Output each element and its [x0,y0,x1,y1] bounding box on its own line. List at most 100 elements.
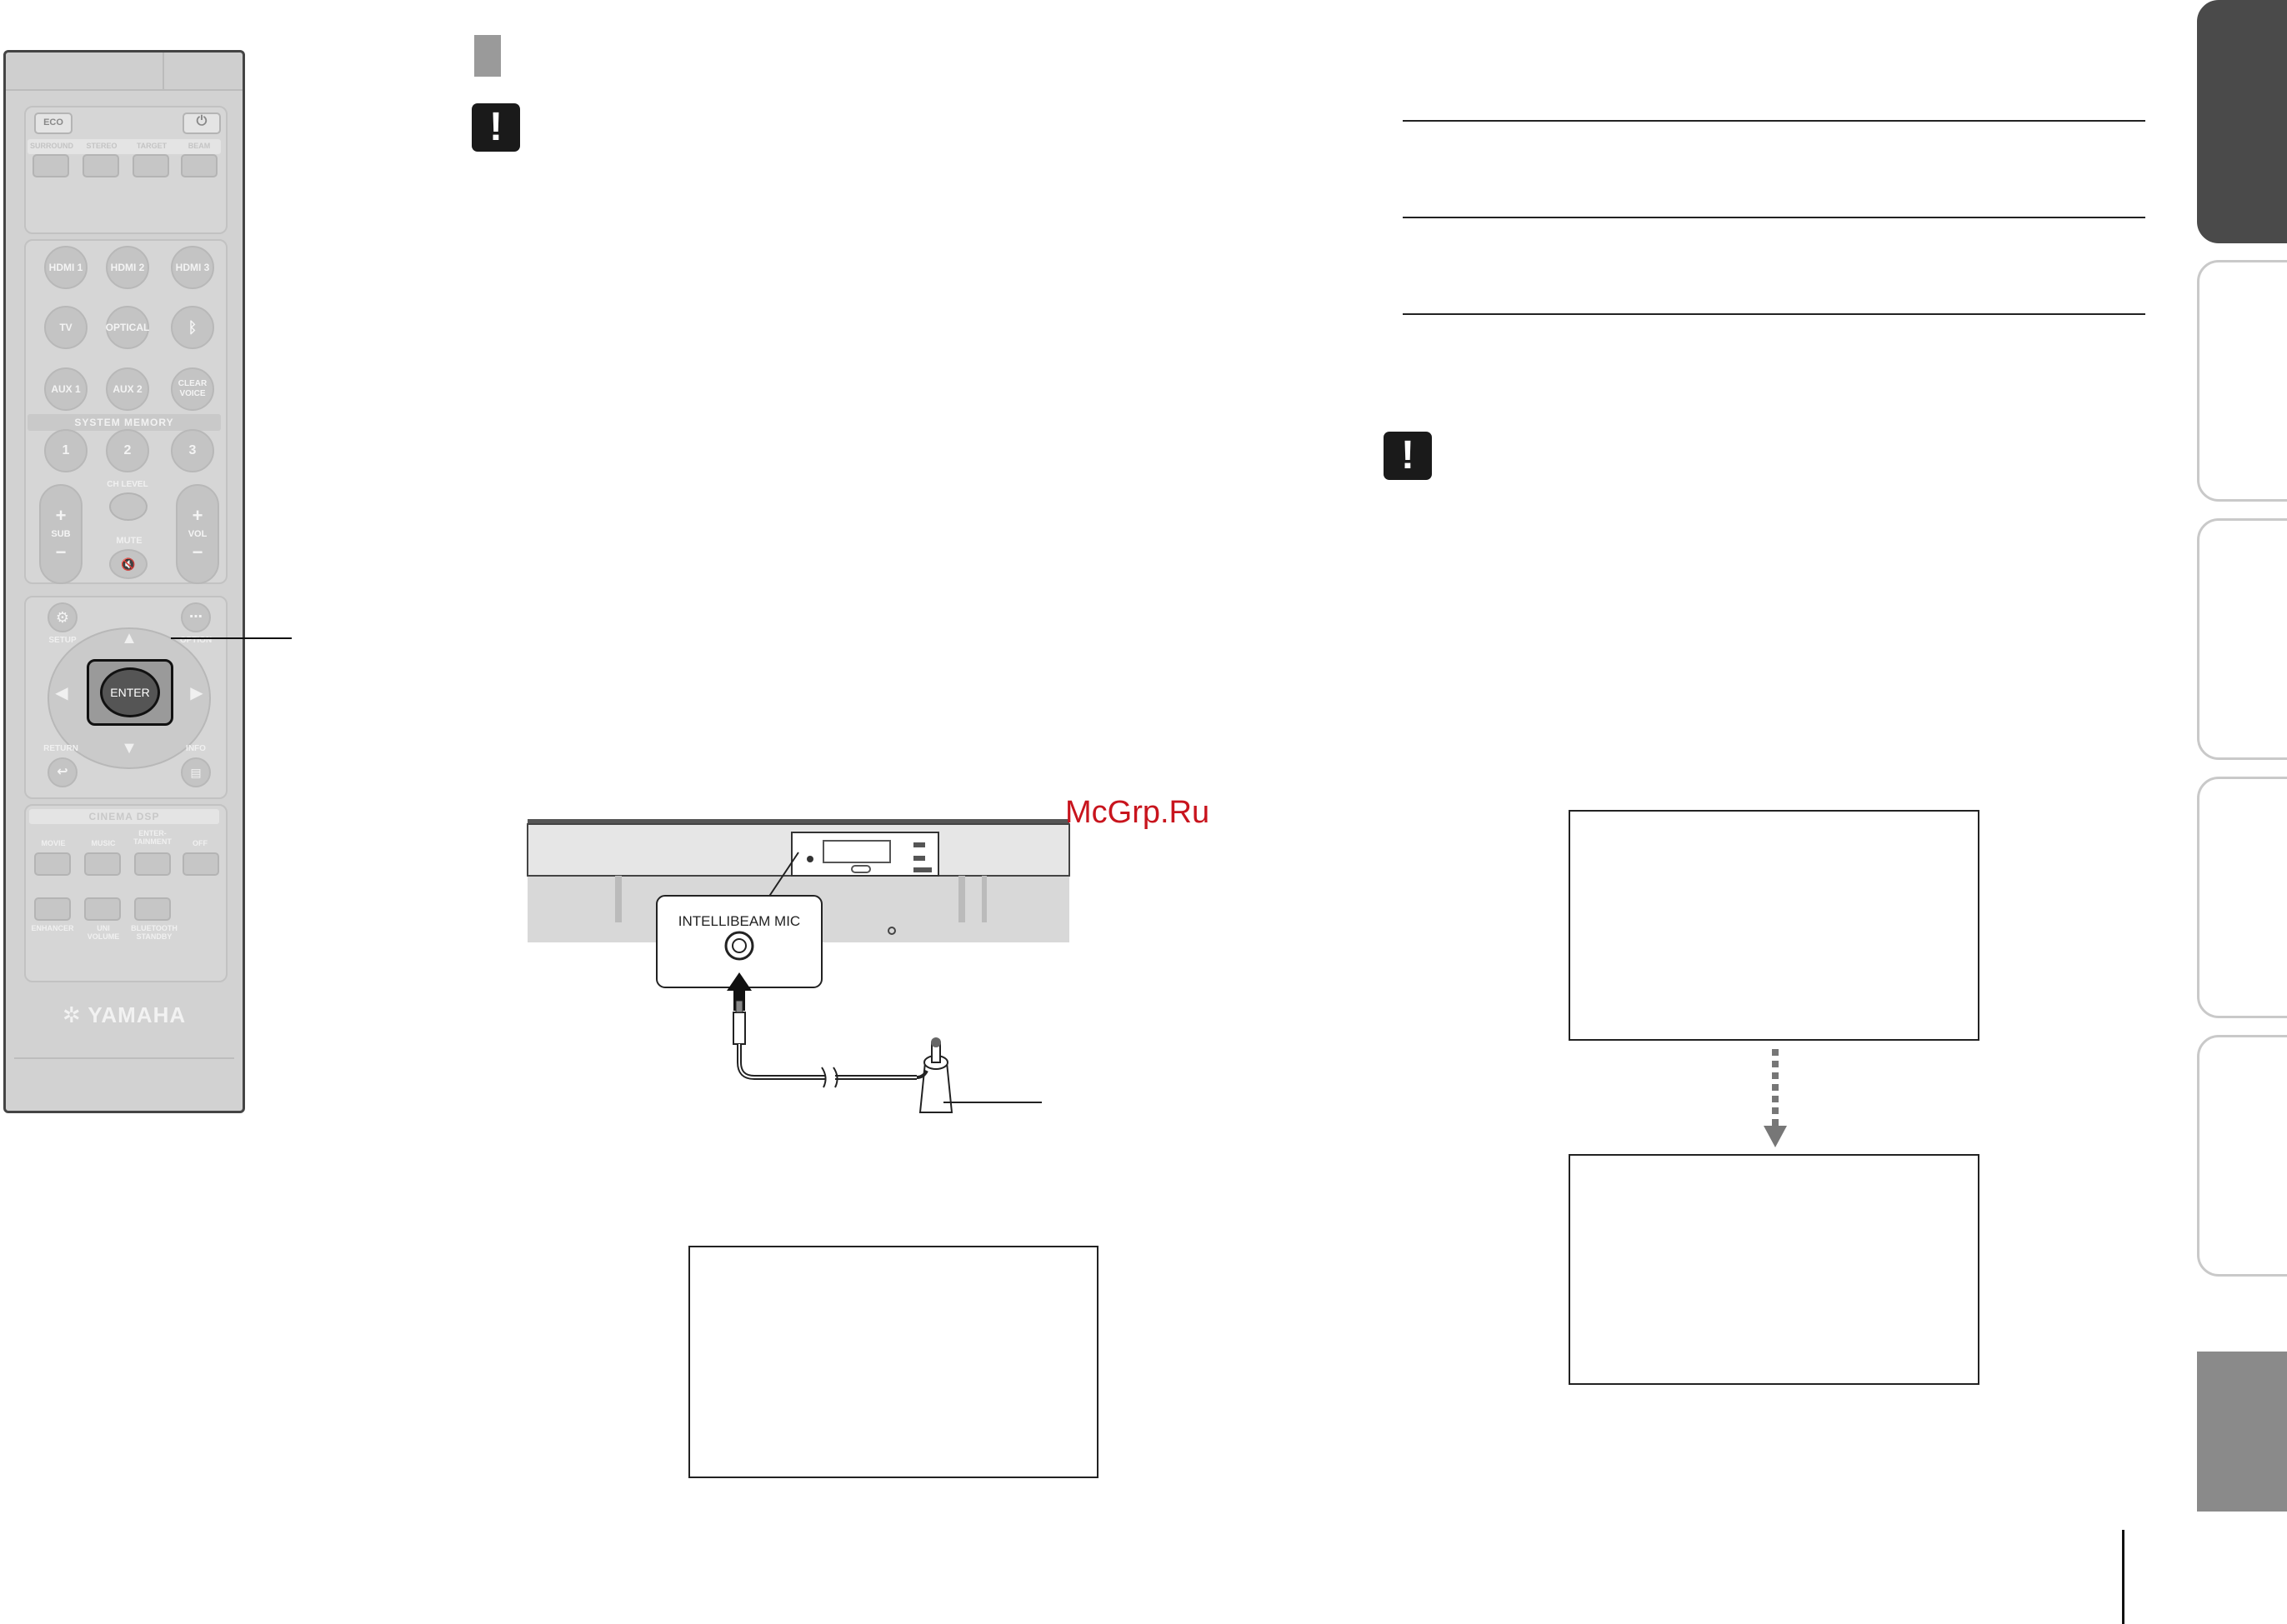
music-button[interactable] [84,852,121,876]
memory-1-button[interactable]: 1 [44,429,88,472]
eco-label: ECO [43,117,63,127]
option-button[interactable]: ⋯ [181,602,211,632]
front-panel [791,832,939,877]
surround-button[interactable] [33,154,69,177]
mute-label: MUTE [116,536,143,546]
remote-dsp-section [24,804,228,982]
return-button[interactable]: ↩ [48,757,78,787]
vol-label: VOL [188,529,208,539]
return-icon: ↩ [57,765,68,779]
watermark: McGrp.Ru [1065,795,1210,830]
insert-arrow [727,972,752,1011]
remote-control: ECO ⏻ SURROUND STEREO TARGET BEAM HDMI 1… [3,50,245,1113]
enhancer-button[interactable] [34,897,71,921]
yamaha-brand: YAMAHA [88,1002,187,1027]
beam-button[interactable] [181,154,218,177]
info-button[interactable]: ▤ [181,757,211,787]
hdmi2-button[interactable]: HDMI 2 [106,246,149,289]
down-arrow-icon[interactable]: ▼ [121,739,138,757]
aux2-button[interactable]: AUX 2 [106,367,149,411]
sub-stepper[interactable]: + SUB − [39,484,83,584]
minus-icon: − [192,542,203,562]
plus-icon: + [192,505,203,526]
ch-level-label: CH LEVEL [107,480,148,489]
chapter-tab-6[interactable] [2197,1352,2287,1512]
bluetooth-button[interactable]: ᛒ [171,306,214,349]
display-box-left [688,1246,1098,1478]
vol-stepper[interactable]: + VOL − [176,484,219,584]
chapter-tab-5[interactable] [2197,1035,2287,1277]
soundbar-mic-diagram: INTELLIBEAM MIC [527,819,1070,1113]
optical-button[interactable]: OPTICAL [106,306,149,349]
power-icon: ⏻ [196,114,208,128]
eco-button[interactable] [34,112,73,134]
warning-icon-2: ! [1384,432,1432,480]
mode-bar [28,139,221,154]
system-memory-bar: SYSTEM MEMORY [28,414,221,431]
uni-volume-button[interactable] [84,897,121,921]
music-label: MUSIC [91,839,116,847]
divider-3 [1403,313,2145,315]
remote-divider [14,1057,234,1059]
stereo-button[interactable] [83,154,119,177]
display-box-right-bottom [1569,1154,1979,1385]
plus-icon: + [55,505,67,526]
hdmi1-button[interactable]: HDMI 1 [44,246,88,289]
stereo-label: STEREO [86,142,118,150]
memory-3-button[interactable]: 3 [171,429,214,472]
bluetooth-standby-button[interactable] [134,897,171,921]
mic-jack-label: INTELLIBEAM MIC [678,913,800,929]
bluetooth-icon: ᛒ [188,319,198,336]
bluetooth-standby-label: BLUETOOTH STANDBY [131,924,178,941]
setup-button[interactable]: ⚙ [48,602,78,632]
mic-jack [724,931,754,961]
section-marker [474,35,501,77]
surround-label: SURROUND [29,142,73,150]
aux1-button[interactable]: AUX 1 [44,367,88,411]
setup-label: SETUP [48,636,77,645]
gear-icon: ⚙ [55,609,70,626]
enter-callout-line [171,637,292,639]
mic-cable [733,1000,917,1088]
power-button[interactable] [183,112,221,134]
beam-label: BEAM [188,142,211,150]
option-label: OPTION [179,636,213,645]
entertainment-label: ENTER-TAINMENT [133,829,172,846]
chapter-tab-1[interactable] [2197,0,2287,243]
ch-level-button[interactable] [109,492,148,521]
uni-volume-label: UNI VOLUME [87,924,120,941]
up-arrow-icon[interactable]: ▲ [121,629,138,647]
yamaha-logo: ✲ YAMAHA [6,1002,243,1028]
movie-label: MOVIE [41,839,66,847]
target-label: TARGET [136,142,168,150]
chapter-tab-2[interactable] [2197,260,2287,502]
tv-button[interactable]: TV [44,306,88,349]
clear-voice-button[interactable]: CLEAR VOICE [171,367,214,411]
zoom-line [768,852,799,898]
chapter-tab-4[interactable] [2197,777,2287,1018]
memory-2-button[interactable]: 2 [106,429,149,472]
mute-icon: 🔇 [121,557,136,571]
sub-label: SUB [51,529,71,539]
page-edge-line [2122,1530,2124,1624]
tuning-fork-icon: ✲ [62,1002,88,1027]
divider-1 [1403,120,2145,122]
entertainment-button[interactable] [134,852,171,876]
info-icon: ▤ [190,766,202,779]
optimizer-microphone [916,1037,953,1113]
off-button[interactable] [183,852,219,876]
remote-top [6,52,243,91]
hdmi3-button[interactable]: HDMI 3 [171,246,214,289]
enter-button[interactable]: ENTER [100,667,160,717]
return-label: RETURN [43,744,78,753]
movie-button[interactable] [34,852,71,876]
info-label: INFO [186,744,206,753]
left-arrow-icon[interactable]: ◀ [55,684,68,702]
chapter-tab-3[interactable] [2197,518,2287,760]
target-button[interactable] [133,154,169,177]
right-arrow-icon[interactable]: ▶ [190,684,203,702]
mute-button[interactable]: 🔇 [109,549,148,579]
display-box-right-top [1569,810,1979,1041]
off-label: OFF [193,839,208,847]
enhancer-label: ENHANCER [31,924,74,932]
